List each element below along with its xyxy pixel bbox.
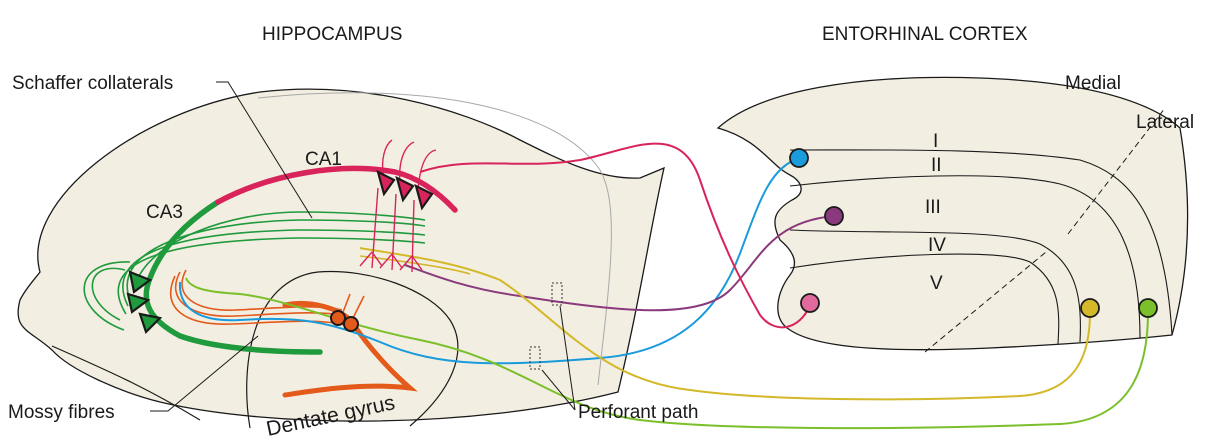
layer-label-iii: III — [925, 197, 941, 218]
entorhinal-cortex-shape — [718, 77, 1188, 352]
entorhinal-cortex-title: ENTORHINAL CORTEX — [822, 24, 1028, 45]
medial-label: Medial — [1065, 73, 1121, 94]
ca1-label: CA1 — [305, 149, 342, 170]
entorhinal-body — [718, 77, 1188, 349]
lateral-label: Lateral — [1136, 112, 1194, 133]
lateral-neuron — [1081, 299, 1099, 317]
layer-label-v: V — [930, 273, 943, 294]
layer-iii-neuron — [825, 207, 843, 225]
ca3-label: CA3 — [146, 202, 183, 223]
mossy-fibres-label: Mossy fibres — [8, 402, 115, 423]
perforant-path-label: Perforant path — [578, 402, 698, 423]
schaffer-collaterals-label: Schaffer collaterals — [12, 73, 173, 94]
layer-v-neuron — [801, 294, 819, 312]
medial-neuron — [1139, 299, 1157, 317]
hippocampus-title: HIPPOCAMPUS — [262, 24, 402, 45]
layer-label-iv: IV — [928, 235, 946, 256]
hippocampus-shape — [18, 89, 664, 428]
layer-label-ii: II — [931, 155, 942, 176]
layer-label-i: I — [933, 131, 938, 152]
layer-ii-medial-neuron — [790, 149, 808, 167]
